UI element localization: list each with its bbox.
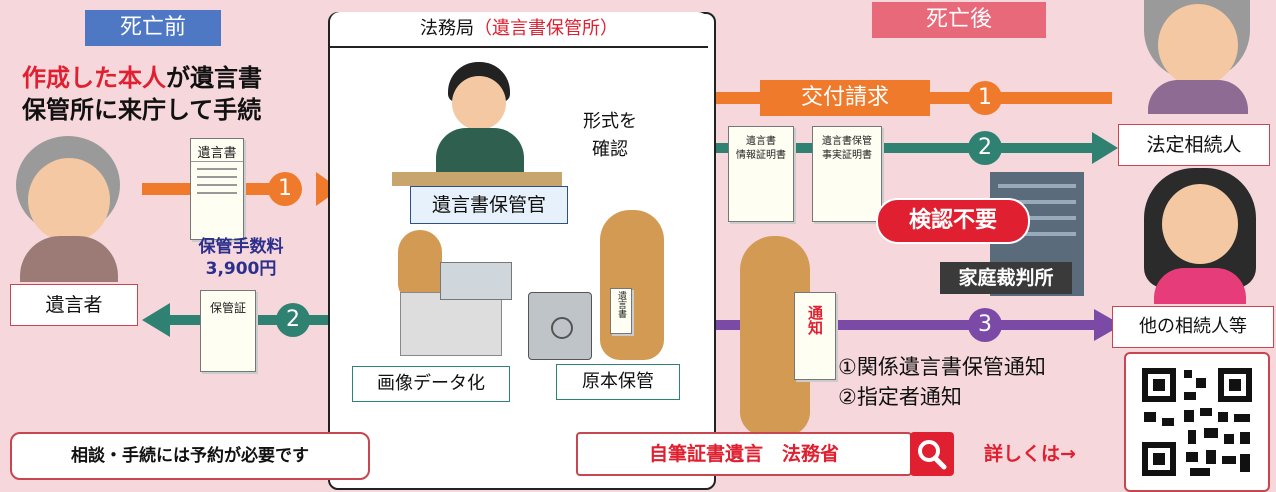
original-storage-label: 原本保管 <box>556 364 680 400</box>
submit-arrow-shaft-2 <box>316 183 326 195</box>
fee-label: 保管手数料 <box>198 237 284 257</box>
after-step1-badge: 1 <box>968 81 1002 115</box>
scanner-machine <box>400 292 502 356</box>
after-step2-badge: 2 <box>968 131 1002 165</box>
receipt-arrow-shaft <box>168 315 374 325</box>
cert-arrow-shaft <box>680 143 1100 153</box>
storage-kangaroo <box>600 210 664 360</box>
reservation-note: 相談・手続には予約が必要です <box>10 432 370 480</box>
kangaroo-will-doc-text: 遺言書 <box>616 291 626 318</box>
receipt-arrow-head <box>142 303 170 337</box>
other-heir-body <box>1154 268 1246 304</box>
testator-figure <box>14 136 126 282</box>
no-probate-badge: 検認不要 <box>876 198 1030 244</box>
kangaroo-will-doc: 遺言書 <box>610 288 632 334</box>
office-title-sub: （遺言書保管所） <box>474 18 618 39</box>
cert-arrow-head <box>1092 132 1118 164</box>
other-heirs-label: 他の相続人等 <box>1112 306 1274 348</box>
details-link[interactable]: 詳しくは→ <box>984 443 1076 465</box>
search-icon-glyph <box>918 440 947 470</box>
after-step3-badge: 3 <box>968 308 1002 342</box>
info-certificate-line2: 情報証明書 <box>736 150 786 161</box>
other-heir-face <box>1162 184 1238 264</box>
office-title-main: 法務局 <box>420 18 474 39</box>
after-death-tag: 死亡後 <box>872 2 1046 38</box>
legal-heir-face <box>1158 4 1238 86</box>
format-check-text: 形式を 確認 <box>570 108 650 164</box>
qr-code-icon[interactable] <box>1124 352 1270 492</box>
legal-heir-label: 法定相続人 <box>1118 124 1270 166</box>
testator-face <box>28 158 110 242</box>
format-check-line2: 確認 <box>592 139 628 160</box>
info-certificate-icon: 遺言書 情報証明書 <box>728 126 794 222</box>
other-heir-figure <box>1140 168 1260 304</box>
before-step1-badge: 1 <box>268 172 302 206</box>
notify-arrow-head <box>1094 309 1122 341</box>
family-court-sign: 家庭裁判所 <box>940 262 1072 294</box>
digitize-label: 画像データ化 <box>352 366 510 402</box>
digitize-kangaroo <box>398 230 442 300</box>
office-title: 法務局（遺言書保管所） <box>330 12 708 48</box>
notifications: ①関係遺言書保管通知 ②指定者通知 <box>838 352 1138 412</box>
testator-label: 遺言者 <box>10 284 138 326</box>
request-label: 交付請求 <box>760 80 930 116</box>
before-step2-badge: 2 <box>276 303 310 337</box>
notification-2: ②指定者通知 <box>838 385 962 409</box>
before-description: 作成した本人が遺言書 保管所に来庁して手続 <box>22 62 322 126</box>
search-icon[interactable] <box>910 432 954 476</box>
receipt-document-icon: 保管証 <box>200 290 256 372</box>
testator-body <box>20 236 118 282</box>
fee-amount: 3,900円 <box>205 259 277 279</box>
will-document-icon: 遺言書 <box>190 138 244 240</box>
officer-face <box>452 76 506 130</box>
description-line2: 保管所に来庁して手続 <box>22 96 262 124</box>
officer-label: 遺言書保管官 <box>410 186 568 224</box>
will-document-title: 遺言書 <box>191 147 243 162</box>
legal-heir-body <box>1148 80 1248 114</box>
notification-1: ①関係遺言書保管通知 <box>838 355 1046 379</box>
search-box[interactable]: 自筆証書遺言 法務省 <box>576 432 912 476</box>
creator-highlight: 作成した本人 <box>22 64 166 92</box>
laptop-icon <box>440 262 512 300</box>
officer-desk <box>392 172 562 186</box>
fact-certificate-line2: 事実証明書 <box>822 150 872 161</box>
safe-icon <box>528 292 592 360</box>
fact-certificate-line1: 遺言書保管 <box>822 136 872 147</box>
fee-info: 保管手数料 3,900円 <box>176 236 306 280</box>
notice-text: 通知 <box>806 305 824 335</box>
before-death-tag: 死亡前 <box>85 10 221 46</box>
search-text: 自筆証書遺言 法務省 <box>648 443 839 465</box>
officer-figure <box>430 62 530 174</box>
format-check-line1: 形式を <box>583 111 637 132</box>
qr-code-glyph <box>1142 368 1252 476</box>
receipt-label: 保管証 <box>209 301 246 315</box>
description-line1: が遺言書 <box>166 64 262 92</box>
info-certificate-line1: 遺言書 <box>746 136 776 147</box>
fact-certificate-icon: 遺言書保管 事実証明書 <box>812 126 882 222</box>
officer-body <box>436 128 524 172</box>
notify-arrow-shaft <box>680 320 1094 330</box>
legal-heir-figure <box>1138 0 1258 114</box>
notice-document-icon: 通知 <box>794 292 836 380</box>
